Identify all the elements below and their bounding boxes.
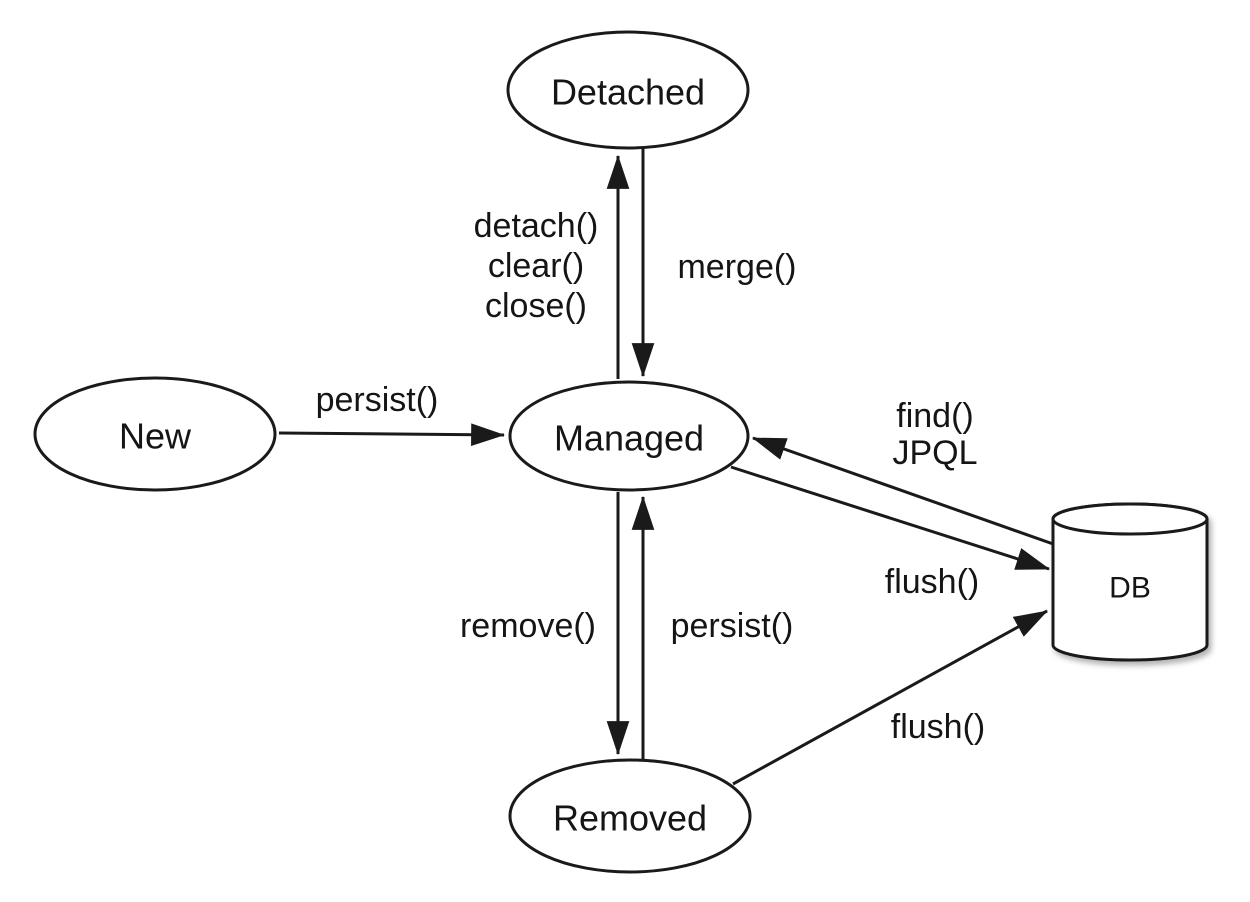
managed-ellipse (508, 380, 750, 492)
label-clear: clear() (488, 247, 584, 285)
label-merge: merge() (677, 248, 796, 286)
node-detached: Detached (506, 30, 750, 150)
edge-removed-to-db (732, 609, 1048, 786)
detached-label: Detached (551, 72, 705, 113)
edge-managed-to-db (730, 465, 1051, 571)
label-persist-new: persist() (316, 381, 439, 419)
edge-new-to-managed (278, 423, 506, 447)
node-removed: Removed (508, 758, 752, 874)
node-new: New (33, 376, 277, 492)
label-persist-removed: persist() (671, 607, 794, 645)
removed-label: Removed (553, 798, 707, 839)
label-remove: remove() (460, 607, 596, 645)
label-close: close() (485, 287, 587, 325)
label-find: find() (896, 397, 973, 435)
edge-db-to-managed (751, 436, 1057, 547)
label-jpql: JPQL (892, 434, 977, 472)
label-flush-managed: flush() (885, 563, 979, 601)
new-ellipse (33, 376, 277, 492)
node-managed: Managed (508, 380, 750, 492)
label-flush-removed: flush() (891, 708, 985, 746)
managed-label: Managed (554, 418, 704, 459)
node-db: DB (1051, 502, 1209, 662)
new-label: New (119, 416, 192, 457)
label-detach: detach() (474, 207, 599, 245)
db-label: DB (1109, 572, 1151, 605)
removed-ellipse (508, 758, 752, 874)
db-cylinder-top (1051, 502, 1209, 536)
detached-ellipse (506, 30, 750, 150)
